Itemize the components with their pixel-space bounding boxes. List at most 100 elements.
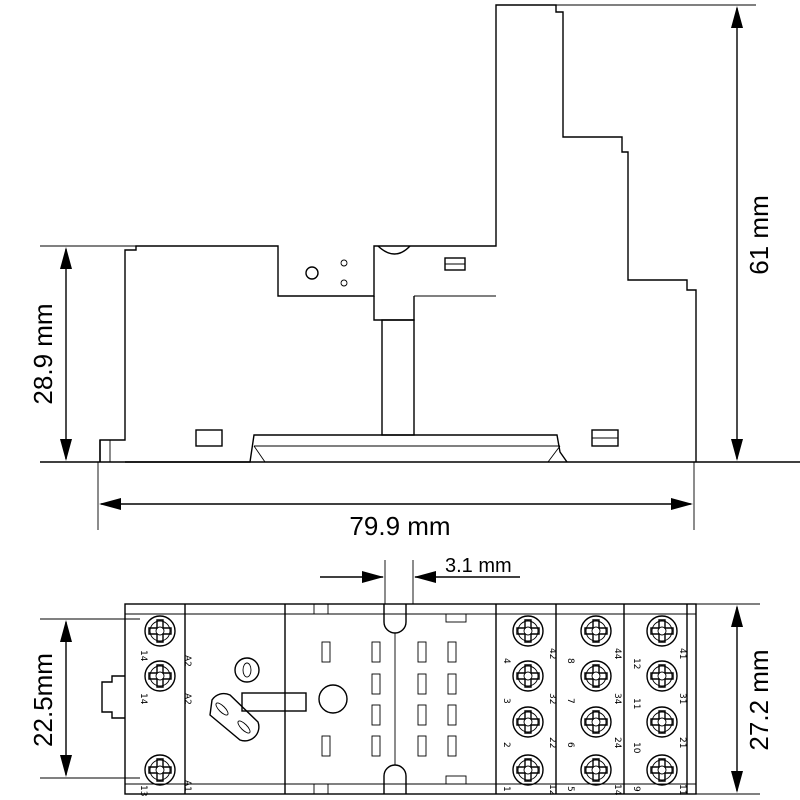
terminal-label: 3: [501, 698, 511, 704]
screw-terminals: [144, 615, 678, 786]
terminal-label: 10: [631, 742, 641, 754]
contact-slot: [321, 735, 331, 757]
dim-3-arrow-right: [414, 571, 436, 583]
terminal-label: 41: [677, 648, 687, 659]
contact-slot: [417, 673, 427, 695]
screw-terminal: [512, 615, 544, 647]
terminal-label: 11: [677, 784, 687, 795]
dimension-3-1mm: 3.1 mm: [320, 555, 520, 604]
screw-terminal: [646, 754, 678, 786]
screw-terminal: [144, 754, 176, 786]
notch: [445, 775, 467, 785]
socket-lever-slot-2: [237, 720, 251, 734]
dim-27-arrow-bottom: [731, 771, 743, 793]
screw-terminal: [144, 615, 176, 647]
socket-coil-hole: [234, 657, 260, 683]
dim-22-arrow-bottom: [60, 755, 72, 777]
terminal-label: 5: [565, 786, 575, 792]
terminal-label: A2: [182, 655, 192, 667]
socket-coil-hole-inner: [242, 662, 252, 678]
terminal-label: 24: [612, 737, 622, 749]
notch: [313, 783, 329, 795]
central-post: [381, 319, 415, 436]
rail-slot-top: [383, 604, 407, 634]
terminal-label: 6: [565, 742, 575, 748]
bracket-hole-large: [305, 266, 319, 280]
dim-79-arrow-left: [99, 498, 121, 510]
contact-slot: [417, 641, 427, 663]
screw-terminal: [646, 615, 678, 647]
socket-lever: [209, 692, 260, 742]
socket-lever-slot-1: [215, 702, 229, 716]
screw-terminal: [512, 754, 544, 786]
terminal-label: 22: [547, 737, 557, 748]
top-view: [101, 603, 697, 795]
dim-79-label: 79.9 mm: [349, 511, 450, 541]
notch: [313, 603, 329, 615]
contact-slot: [447, 641, 457, 663]
terminal-label: 9: [631, 786, 641, 792]
side-slot-left: [195, 429, 223, 447]
terminal-label: 42: [547, 648, 557, 659]
screw-terminal: [580, 706, 612, 738]
screw-terminal: [580, 660, 612, 692]
post-notch: [377, 245, 411, 255]
dim-3-arrow-left: [362, 571, 384, 583]
terminal-label: 12: [547, 784, 557, 795]
screw-terminal: [580, 615, 612, 647]
dim-61-arrow-top: [731, 6, 743, 28]
bracket-hole-small-bottom: [340, 279, 348, 287]
terminal-label: 34: [612, 693, 622, 705]
terminal-label: 14: [138, 693, 148, 705]
dim-22-arrow-top: [60, 620, 72, 642]
terminal-label: 12: [631, 658, 641, 669]
contact-slot: [447, 735, 457, 757]
dim-79-arrow-right: [671, 498, 693, 510]
din-clip: [101, 675, 125, 719]
dimension-22-5mm: 22.5mm: [28, 618, 140, 779]
dim-28-arrow-top: [60, 247, 72, 269]
contact-slot: [417, 704, 427, 726]
contact-slot: [447, 704, 457, 726]
screw-terminal: [646, 660, 678, 692]
screw-terminal: [646, 706, 678, 738]
terminal-label: 32: [547, 693, 557, 704]
top-view-outline: [124, 603, 697, 795]
dimension-27-2mm: 27.2 mm: [696, 603, 774, 795]
terminal-label: A2: [182, 693, 192, 705]
dim-28-label: 28.9 mm: [28, 303, 58, 404]
terminal-label: 13: [138, 785, 148, 796]
terminal-label: 7: [565, 698, 575, 704]
rail-slot-bottom: [383, 764, 407, 794]
base-groove-slopes: [253, 445, 561, 463]
dim-3-label: 3.1 mm: [445, 555, 512, 577]
terminal-label: 11: [631, 698, 641, 709]
terminal-label: 31: [677, 693, 687, 704]
post-collar: [373, 296, 415, 321]
dimension-28-9mm: 28.9 mm: [28, 245, 136, 461]
terminal-label: 14: [612, 784, 622, 796]
dimension-61mm: 61 mm: [556, 4, 774, 463]
contact-slot: [371, 704, 381, 726]
contact-slot: [371, 641, 381, 663]
terminal-label: 14: [138, 650, 148, 662]
dim-27-label: 27.2 mm: [744, 649, 774, 750]
contact-slot: [371, 735, 381, 757]
socket-release-tab: [241, 692, 307, 712]
terminal-label: 21: [677, 737, 687, 748]
screw-terminal: [512, 660, 544, 692]
terminal-label: 44: [612, 648, 622, 660]
base-step-profile: [125, 434, 568, 463]
notch: [445, 613, 467, 623]
contact-slot: [321, 641, 331, 663]
terminal-label: 1: [501, 786, 511, 792]
terminal-label: 4: [501, 658, 511, 664]
side-view-outline: [99, 4, 697, 462]
terminal-label: A1: [182, 780, 192, 792]
dim-22-label: 22.5mm: [28, 653, 58, 747]
screw-terminal: [144, 660, 176, 692]
side-view: [40, 4, 800, 463]
socket-center-hole: [318, 684, 348, 714]
bracket-hole-small-top: [340, 259, 348, 267]
